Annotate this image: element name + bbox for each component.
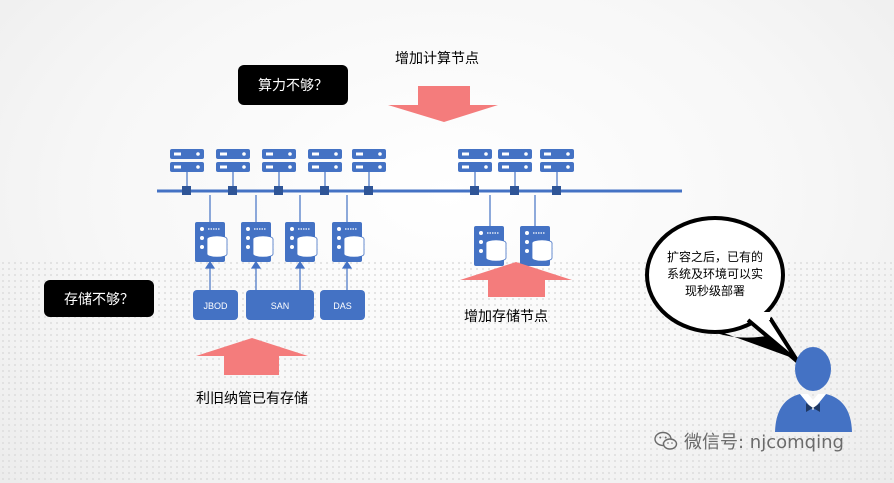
storage-question-text: 存储不够？: [64, 291, 134, 308]
bubble-text: 扩容之后，已有的 系统及环境可以实 现秒级部署: [655, 249, 775, 300]
compute-server: [458, 149, 492, 172]
compute-server: [216, 149, 250, 172]
reuse-storage-arrow: [196, 338, 308, 375]
storage-node: [284, 221, 318, 263]
storage-node: [331, 221, 365, 263]
storage-question-callout: 存储不够？: [44, 280, 154, 317]
storage-node: [194, 221, 228, 263]
jbod-box: JBOD: [193, 290, 238, 320]
person-icon: [775, 347, 852, 432]
compute-question-callout: 算力不够？: [238, 65, 348, 105]
add-compute-label: 增加计算节点: [395, 51, 479, 67]
jbod-label: JBOD: [203, 301, 228, 311]
bubble-line: 扩容之后，已有的: [666, 250, 763, 264]
storage-node: [240, 221, 274, 263]
das-label: DAS: [333, 301, 352, 311]
compute-server: [498, 149, 532, 172]
speech-bubble: [645, 216, 800, 364]
bus-connectors: [182, 186, 561, 195]
wechat-watermark: 微信号: njcomqing: [654, 428, 844, 454]
wechat-text: 微信号: njcomqing: [684, 432, 844, 453]
add-storage-arrow: [460, 262, 572, 297]
storage-node: [519, 225, 553, 267]
compute-server: [540, 149, 574, 172]
compute-question-text: 算力不够？: [258, 78, 328, 94]
compute-server: [352, 149, 386, 172]
add-storage-label: 增加存储节点: [464, 309, 548, 325]
compute-server: [170, 149, 204, 172]
reuse-storage-label: 利旧纳管已有存储: [196, 391, 308, 407]
das-box: DAS: [320, 290, 365, 320]
storage-node: [473, 225, 507, 267]
add-compute-arrow: [388, 86, 498, 122]
wechat-icon: [654, 431, 678, 450]
compute-server: [308, 149, 342, 172]
bubble-line: 系统及环境可以实: [666, 267, 763, 281]
compute-server: [262, 149, 296, 172]
san-label: SAN: [271, 301, 290, 311]
san-box: SAN: [246, 290, 314, 320]
bubble-line: 现秒级部署: [684, 284, 745, 298]
